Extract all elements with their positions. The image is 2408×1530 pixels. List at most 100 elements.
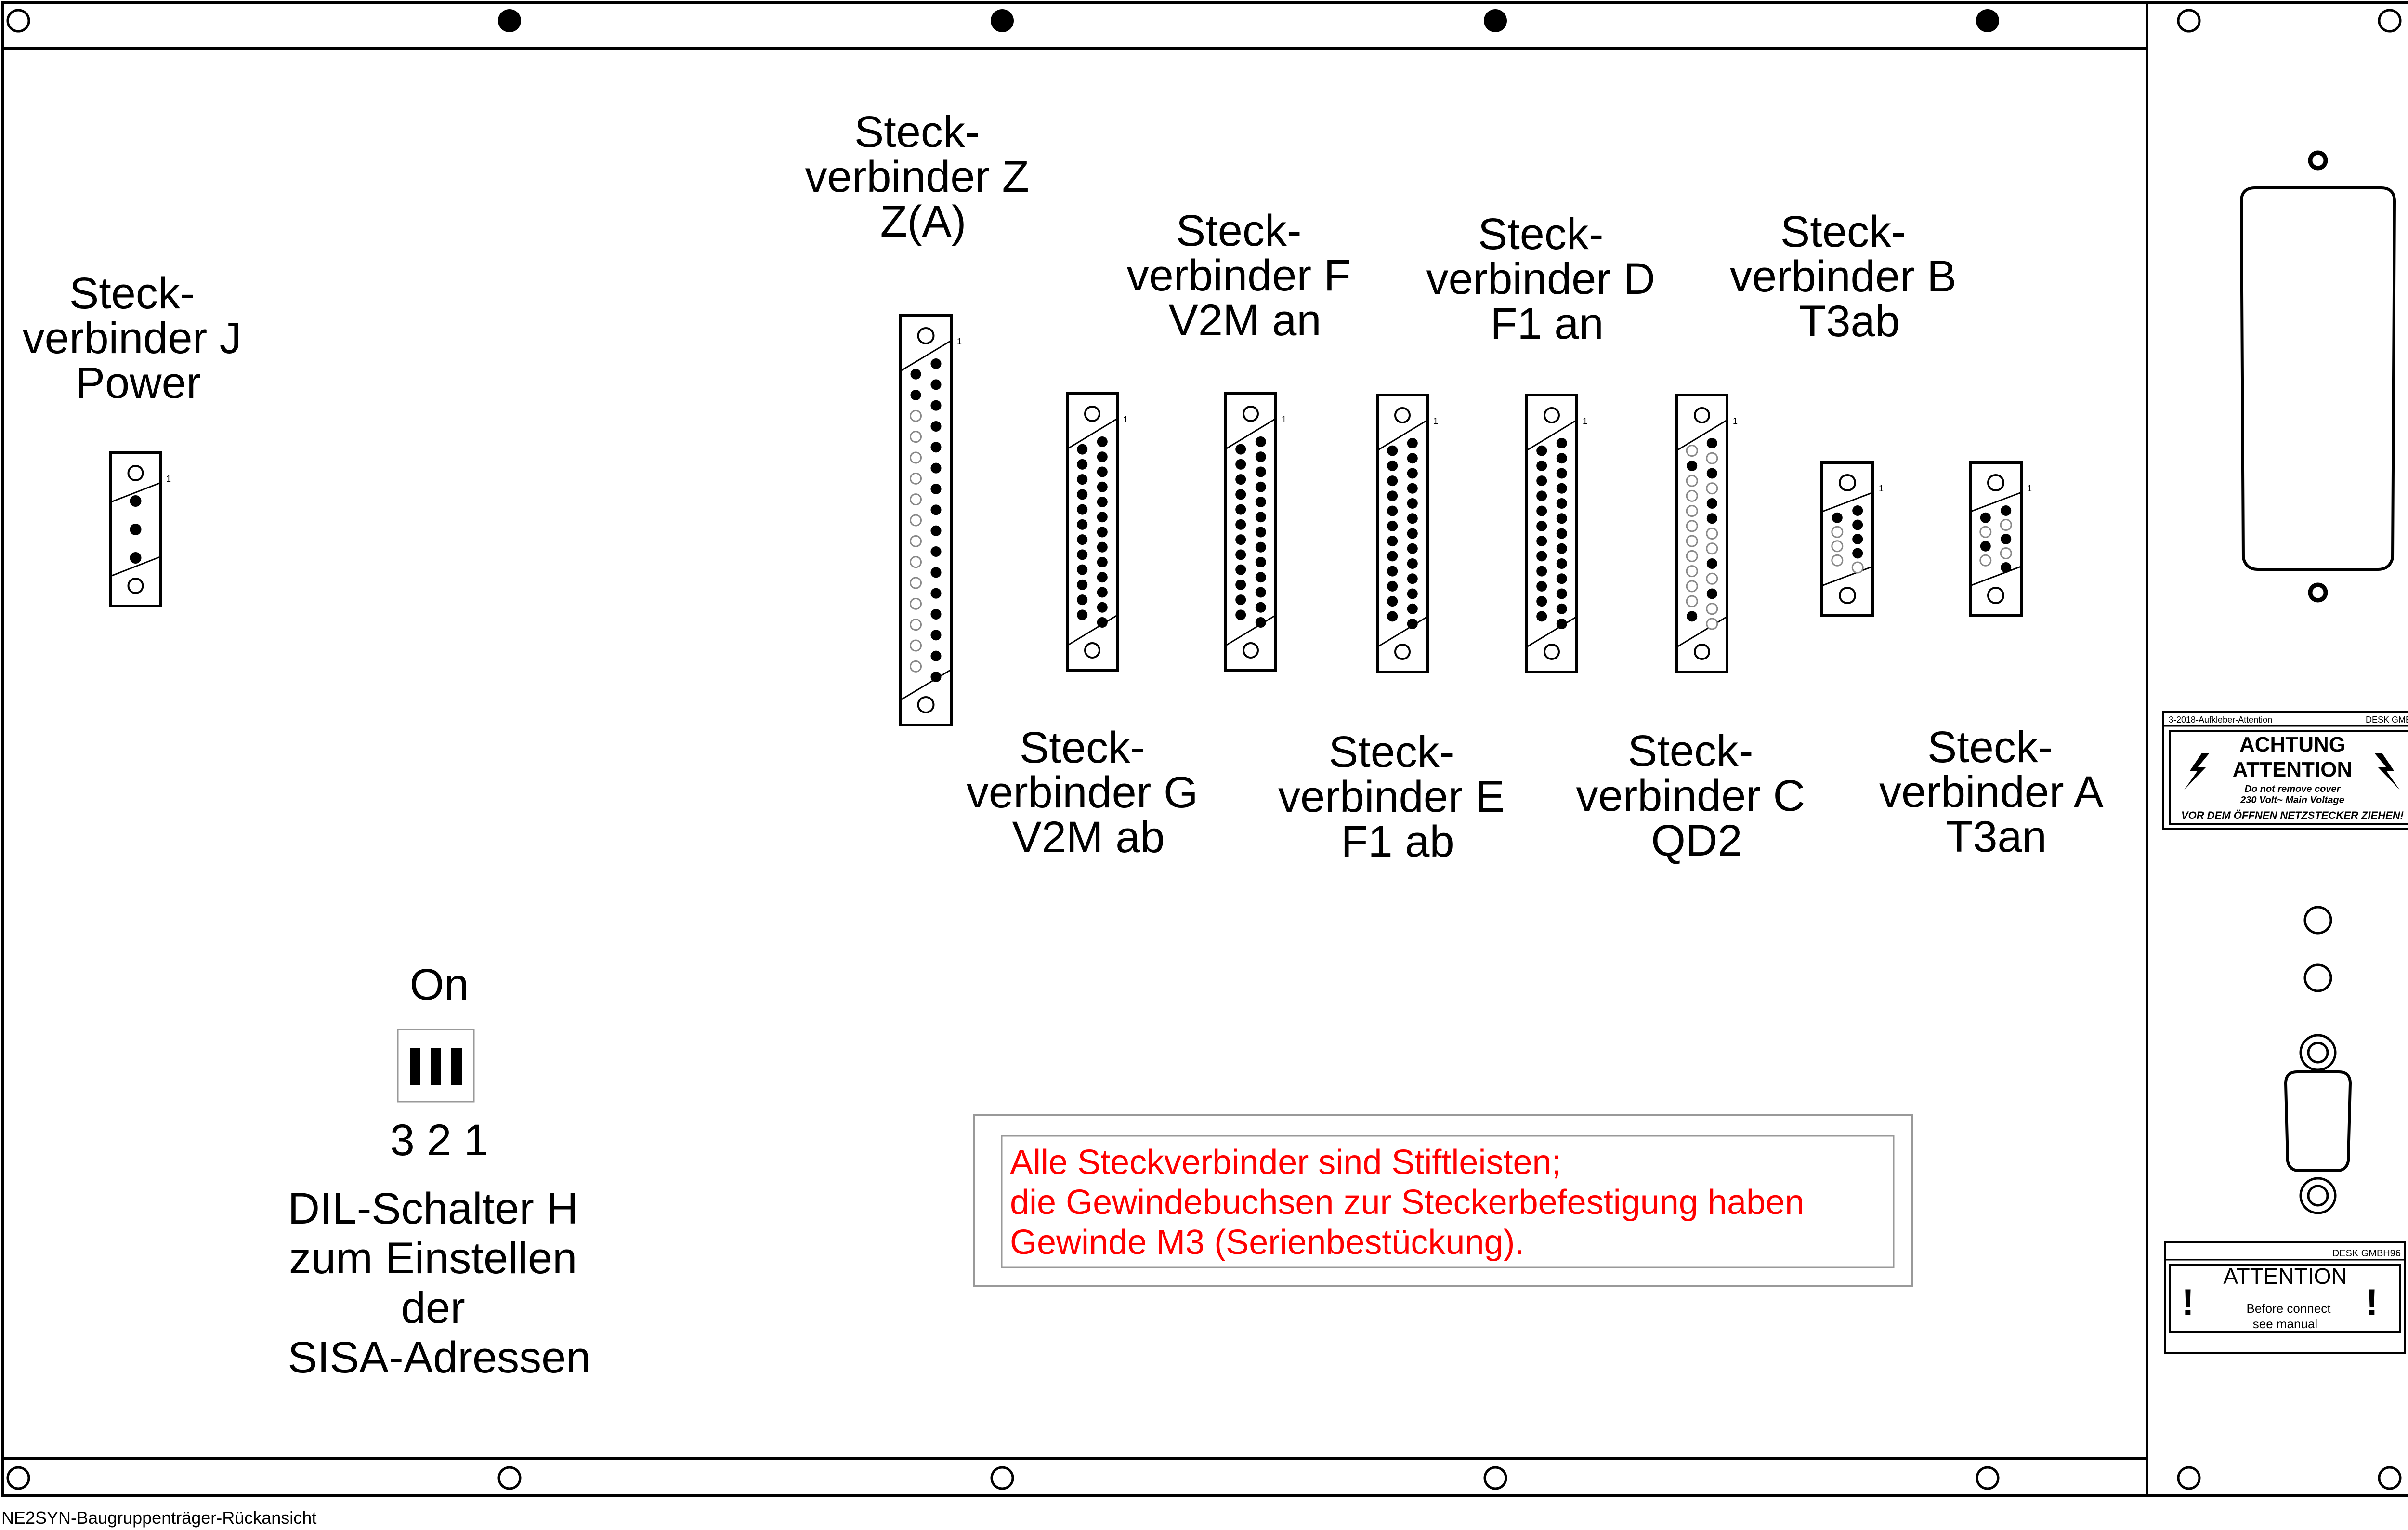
rack-frame bbox=[1, 1, 2408, 1497]
pin-icon bbox=[1706, 528, 1718, 540]
insert-edge bbox=[1225, 614, 1276, 646]
pin-icon bbox=[1235, 459, 1246, 470]
pin-icon bbox=[1255, 557, 1266, 567]
pin-icon bbox=[1235, 519, 1246, 530]
pin-icon bbox=[1235, 594, 1246, 606]
pin-icon bbox=[1832, 512, 1843, 523]
sticker-footer: VOR DEM ÖFFNEN NETZSTECKER ZIEHEN! bbox=[2181, 809, 2404, 821]
manual-sticker: DESK GMBH96 ATTENTION Before connect see… bbox=[2164, 1241, 2406, 1354]
mounting-hole-icon bbox=[2378, 1466, 2402, 1490]
pin-icon bbox=[2001, 534, 2012, 544]
mounting-hole-icon bbox=[1987, 587, 2004, 604]
pin-icon bbox=[1077, 594, 1088, 606]
manual-sticker-line1: Before connect bbox=[2247, 1301, 2331, 1316]
pin-icon bbox=[1235, 609, 1246, 620]
pin-one-marker: 1 bbox=[2027, 484, 2032, 493]
mounting-hole-icon bbox=[1694, 644, 1710, 660]
label-connector-a: Steck- verbinder A T3an bbox=[1879, 723, 2113, 861]
pin-icon bbox=[910, 535, 922, 547]
pin-icon bbox=[1706, 542, 1718, 555]
sticker-header-right: DESK GMBH bbox=[2366, 715, 2408, 725]
pin-icon bbox=[1556, 468, 1567, 479]
pin-icon bbox=[910, 660, 922, 673]
pin-one-marker: 1 bbox=[1282, 415, 1286, 424]
manual-sticker-title: ATTENTION bbox=[2223, 1264, 2347, 1289]
dip-toggle-2[interactable] bbox=[431, 1048, 441, 1085]
pin-icon bbox=[930, 588, 942, 599]
pin-icon bbox=[1979, 554, 1992, 567]
pin-icon bbox=[1556, 619, 1567, 629]
insert-edge bbox=[1225, 418, 1276, 450]
pin-icon bbox=[1387, 505, 1398, 516]
mounting-hole-icon bbox=[1084, 642, 1100, 659]
connector-j: 1 bbox=[109, 451, 171, 607]
connector-body bbox=[1675, 394, 1728, 673]
pin-icon bbox=[1852, 519, 1863, 530]
pin-icon bbox=[1852, 548, 1863, 559]
pin-icon bbox=[1556, 603, 1567, 614]
pin-icon bbox=[1686, 520, 1698, 532]
pin-icon bbox=[1556, 543, 1567, 554]
pin-one-marker: 1 bbox=[1123, 415, 1128, 424]
pin-icon bbox=[910, 639, 922, 652]
pin-icon bbox=[910, 431, 922, 443]
dip-switch-h: On 3 2 1 DIL-Schalter H zum Einstellen d… bbox=[288, 960, 591, 1382]
pin-icon bbox=[1387, 520, 1398, 531]
pin-icon bbox=[1706, 618, 1718, 630]
pin-icon bbox=[1407, 619, 1418, 629]
pin-icon bbox=[1097, 617, 1108, 628]
pin-icon bbox=[1686, 565, 1698, 578]
pin-icon bbox=[1686, 595, 1698, 607]
pin-icon bbox=[1852, 534, 1863, 544]
mounting-hole-icon bbox=[498, 9, 521, 32]
pin-icon bbox=[930, 421, 942, 432]
pin-one-marker: 1 bbox=[1583, 416, 1587, 426]
pin-icon bbox=[1536, 520, 1547, 531]
sticker-header-left: 3-2018-Aufkleber-Attention bbox=[2169, 715, 2272, 725]
pin-icon bbox=[1831, 540, 1844, 553]
pin-icon bbox=[1387, 475, 1398, 487]
pin-icon bbox=[1407, 558, 1418, 569]
pin-icon bbox=[1235, 474, 1246, 485]
pin-icon bbox=[1536, 475, 1547, 487]
mounting-hole-icon bbox=[1987, 474, 2004, 491]
pin-icon bbox=[1387, 596, 1398, 607]
connector-body bbox=[899, 314, 953, 726]
insert-edge bbox=[1970, 491, 2022, 513]
connector-labels: Steck- verbinder J Power Steck- verbinde… bbox=[23, 107, 2113, 866]
insert-edge bbox=[1377, 616, 1428, 648]
pin-icon bbox=[1556, 498, 1567, 509]
insert-edge bbox=[1676, 616, 1727, 648]
pin-icon bbox=[930, 546, 942, 557]
pin-icon bbox=[1097, 512, 1108, 523]
mounting-hole-icon bbox=[2308, 150, 2328, 171]
mounting-hole-icon bbox=[1243, 642, 1259, 659]
pin-icon bbox=[910, 619, 922, 631]
pin-one-marker: 1 bbox=[1879, 484, 1884, 493]
bottom-rail-holes bbox=[6, 1466, 2402, 1490]
pin-icon bbox=[1255, 512, 1266, 523]
pin-icon bbox=[1235, 444, 1246, 455]
pin-icon bbox=[1979, 526, 1992, 538]
mounting-hole-icon bbox=[991, 9, 1014, 32]
pin-one-marker: 1 bbox=[166, 474, 171, 484]
pin-icon bbox=[1255, 497, 1266, 507]
mounting-hole-icon bbox=[1544, 644, 1560, 660]
pin-icon bbox=[1255, 466, 1266, 477]
mounting-hole-icon bbox=[1483, 1466, 1507, 1490]
pin-icon bbox=[910, 451, 922, 464]
pin-icon bbox=[930, 379, 942, 390]
mounting-hole-icon bbox=[1839, 474, 1856, 491]
dip-toggle-1[interactable] bbox=[451, 1048, 462, 1085]
pin-icon bbox=[1255, 451, 1266, 462]
pin-icon bbox=[910, 514, 922, 527]
dip-toggle-3[interactable] bbox=[410, 1048, 420, 1085]
mounting-hole-icon bbox=[2177, 1466, 2201, 1490]
pin-icon bbox=[1536, 505, 1547, 516]
connector-g: 1 bbox=[1066, 392, 1128, 672]
manual-sticker-line2: see manual bbox=[2253, 1317, 2317, 1331]
pin-icon bbox=[1097, 527, 1108, 538]
exclamation-icon: ! bbox=[2182, 1281, 2194, 1323]
pin-icon bbox=[1235, 549, 1246, 560]
pin-icon bbox=[1687, 611, 1698, 622]
